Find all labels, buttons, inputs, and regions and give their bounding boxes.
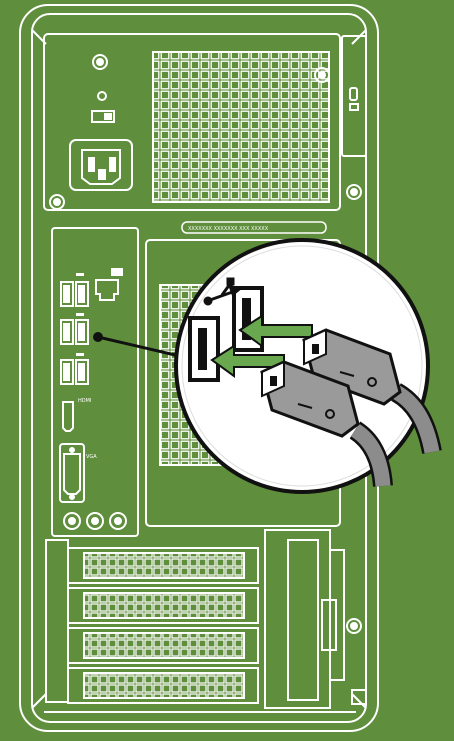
screw-icon <box>49 54 362 634</box>
insert-arrows <box>210 314 313 378</box>
network-icon <box>111 268 123 276</box>
chassis-feet <box>44 689 367 713</box>
usb-icon <box>76 273 84 356</box>
audio-jacks <box>63 512 127 530</box>
hdmi-label: HDMI <box>78 398 91 404</box>
power-supply-area <box>43 33 341 211</box>
expansion-slots <box>45 529 345 709</box>
label-strip-text: XXXXXXX XXXXXXX XXX XXXXX <box>188 226 269 232</box>
lock-icon <box>341 35 367 157</box>
hdmi-port: HDMI <box>62 398 91 432</box>
network-port <box>95 268 123 301</box>
usb-ports <box>60 281 89 385</box>
power-switch <box>91 91 115 123</box>
usb-cable-lower <box>260 360 393 487</box>
power-socket <box>69 139 133 191</box>
callout-leader <box>93 332 189 360</box>
label-strip: XXXXXXX XXXXXXX XXX XXXXX <box>181 221 327 234</box>
usb-icon <box>203 277 241 306</box>
vga-port: VGA <box>59 443 97 503</box>
usb-cable-upper <box>302 328 442 455</box>
vga-label: VGA <box>86 454 97 460</box>
